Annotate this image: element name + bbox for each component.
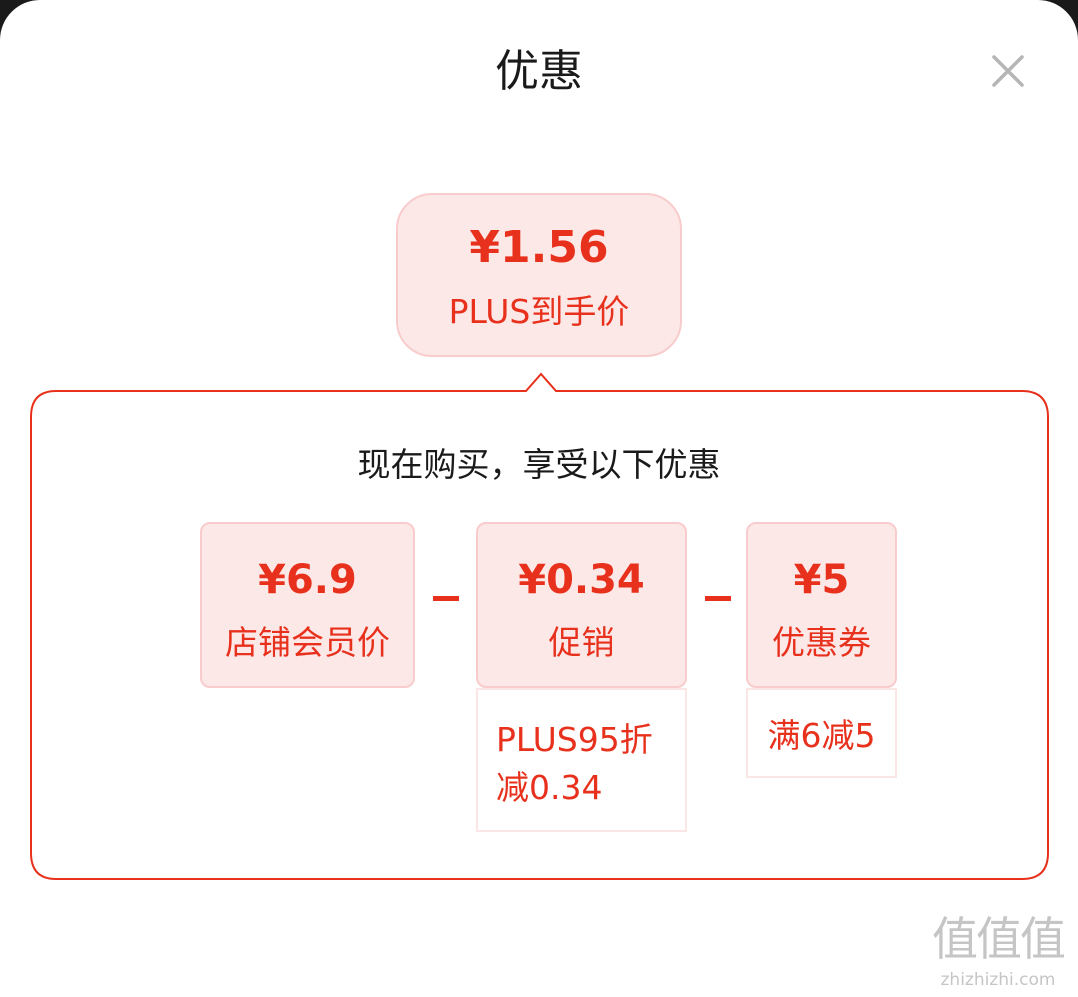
promotion-detail: PLUS95折 减0.34 bbox=[476, 688, 687, 832]
card-label: 店铺会员价 bbox=[225, 623, 390, 662]
dialog-title: 优惠 bbox=[495, 46, 583, 97]
final-price-label: PLUS到手价 bbox=[448, 292, 630, 331]
discount-card-promotion: ¥0.34 促销 bbox=[476, 522, 687, 688]
breakdown-subtitle: 现在购买，享受以下优惠 bbox=[357, 445, 721, 484]
discount-card-coupon: ¥5 优惠券 bbox=[746, 522, 897, 688]
card-label: 促销 bbox=[548, 623, 615, 662]
card-value: ¥6.9 bbox=[258, 557, 357, 603]
card-value: ¥5 bbox=[793, 557, 850, 603]
discount-card-member-price: ¥6.9 店铺会员价 bbox=[200, 522, 415, 688]
watermark-url: zhizhizhi.com bbox=[940, 970, 1056, 990]
detail-line: 满6减5 bbox=[767, 716, 876, 755]
card-label: 优惠券 bbox=[772, 623, 871, 662]
close-icon bbox=[992, 55, 1024, 87]
watermark-logo: 值值值 bbox=[932, 912, 1066, 966]
minus-sign bbox=[705, 596, 731, 601]
detail-line: PLUS95折 bbox=[496, 720, 653, 759]
detail-line: 减0.34 bbox=[496, 768, 603, 807]
coupon-detail: 满6减5 bbox=[746, 688, 897, 778]
final-price-box: ¥1.56 PLUS到手价 bbox=[396, 193, 682, 357]
minus-sign bbox=[433, 596, 459, 601]
card-value: ¥0.34 bbox=[518, 557, 645, 603]
watermark: 值值值 zhizhizhi.com bbox=[928, 910, 1068, 992]
final-price: ¥1.56 bbox=[469, 222, 609, 273]
close-button[interactable] bbox=[985, 48, 1031, 94]
